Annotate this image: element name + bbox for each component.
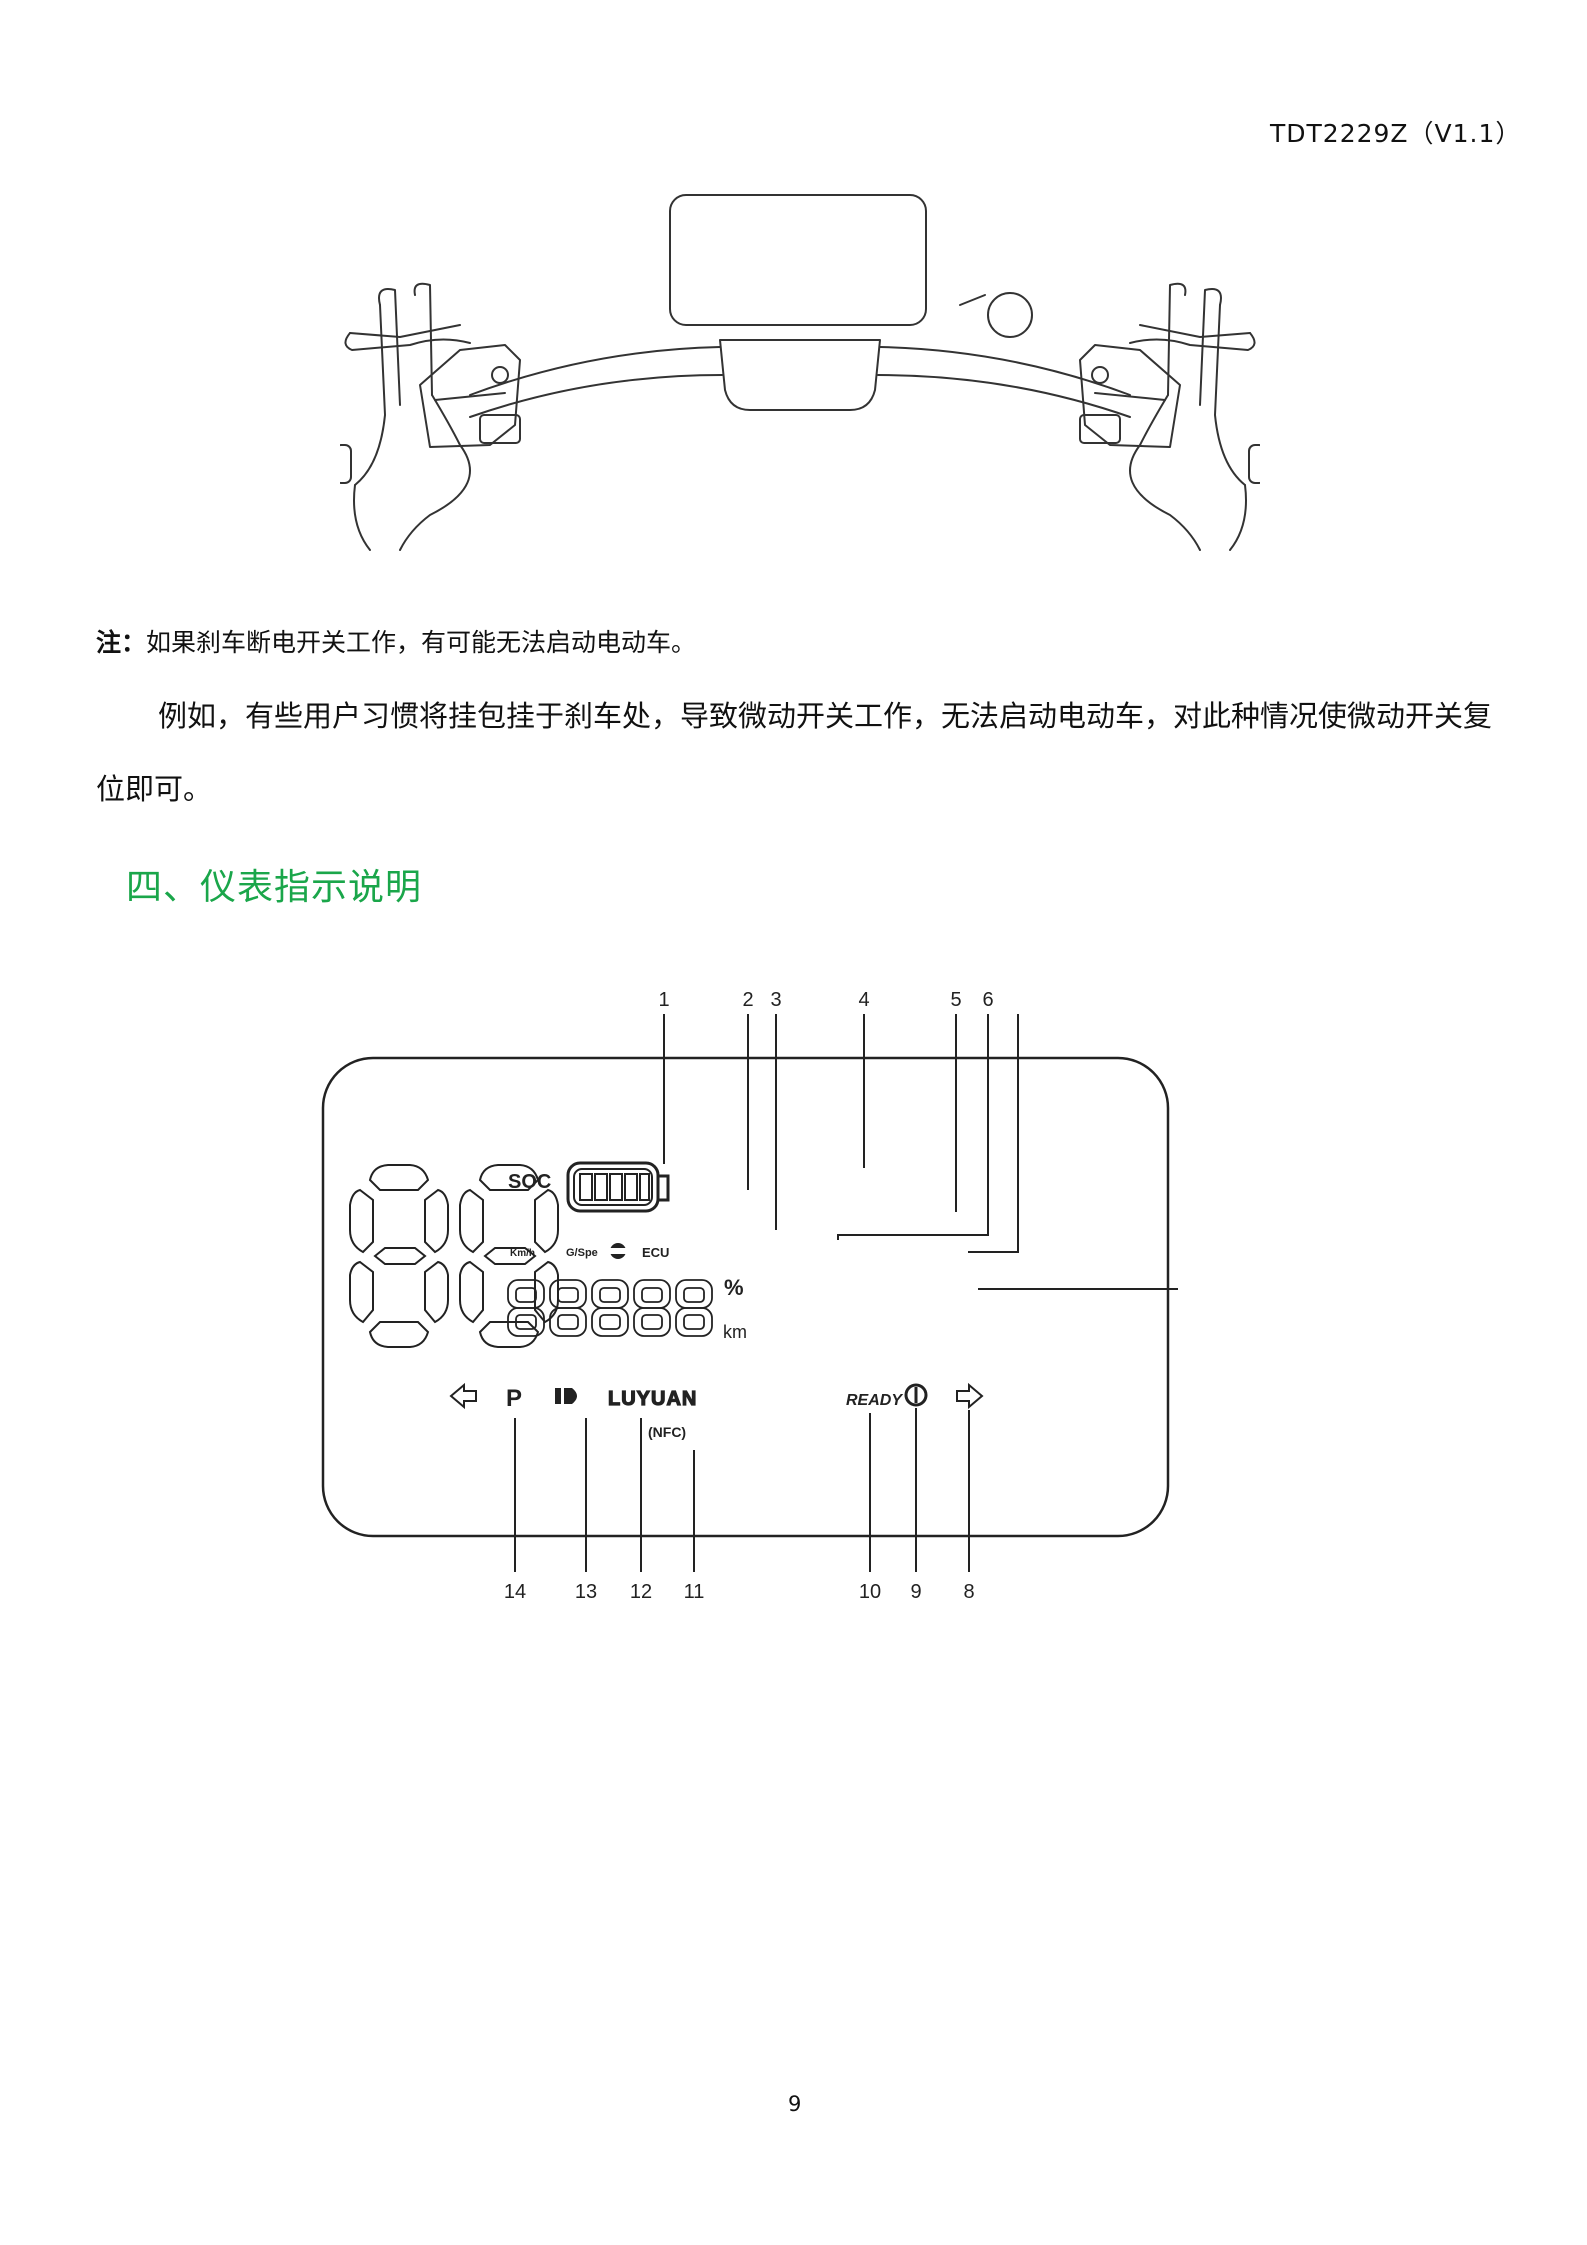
note: 注：如果刹车断电开关工作，有可能无法启动电动车。	[96, 623, 696, 659]
dashboard-diagram: .seg { fill: none; stroke: #222; stroke-…	[321, 989, 1178, 1603]
nfc-label: (NFC)	[648, 1424, 686, 1440]
headlight-icon	[555, 1388, 577, 1404]
callout-13: 13	[575, 1581, 597, 1603]
body-paragraph: 例如，有些用户习惯将挂包挂于刹车处，导致微动开关工作，无法启动电动车，对此种情况…	[96, 699, 1493, 806]
gear-label: G/Spe	[566, 1247, 598, 1259]
callout-1: 1	[658, 989, 669, 1011]
callout-9: 9	[910, 1581, 921, 1603]
battery-icon	[566, 1161, 670, 1213]
callout-5: 5	[950, 989, 961, 1011]
ready-label: READY	[846, 1392, 903, 1409]
percent-label: %	[724, 1275, 744, 1300]
odometer-digits	[507, 1279, 713, 1337]
brand-label: LUYUAN	[608, 1388, 697, 1410]
note-label: 注：	[96, 628, 147, 657]
right-turn-icon	[956, 1382, 984, 1410]
park-label: P	[506, 1385, 522, 1412]
speed-digit-tens	[349, 1164, 449, 1348]
callout-11: 11	[684, 1581, 705, 1603]
section-heading: 四、仪表指示说明	[126, 867, 423, 908]
callout-14: 14	[504, 1581, 526, 1603]
callout-3: 3	[770, 989, 781, 1011]
callout-8: 8	[963, 1581, 974, 1603]
document-id: TDT2229Z（V1.1）	[1270, 119, 1522, 148]
brake-fault-icon	[904, 1383, 928, 1407]
handlebar-illustration	[340, 194, 1260, 551]
callout-12: 12	[630, 1581, 652, 1603]
callout-4: 4	[858, 989, 869, 1011]
note-text: 如果刹车断电开关工作，有可能无法启动电动车。	[146, 628, 697, 657]
left-turn-icon	[449, 1382, 477, 1410]
callout-10: 10	[859, 1581, 881, 1603]
callout-2: 2	[742, 989, 753, 1011]
km-label: km	[723, 1322, 747, 1342]
soc-label: SOC	[508, 1171, 551, 1193]
kmh-label: Km/h	[510, 1248, 535, 1259]
page-number: 9	[788, 2092, 802, 2116]
motor-fault-icon	[610, 1243, 626, 1259]
ecu-label: ECU	[642, 1245, 669, 1260]
callout-6: 6	[982, 989, 993, 1011]
